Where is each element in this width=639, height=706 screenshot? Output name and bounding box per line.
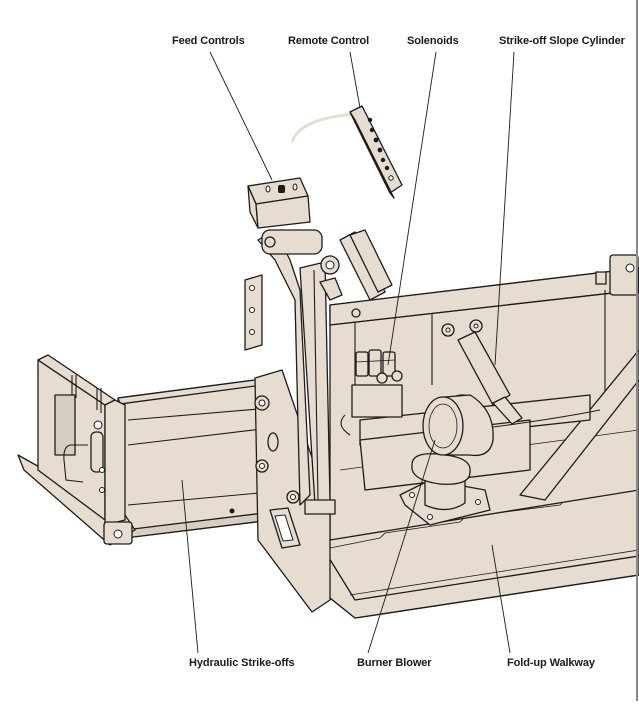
label-burner-blower: Burner Blower [357, 657, 432, 669]
pendant-remote [290, 105, 403, 199]
label-hydraulic-strike-offs: Hydraulic Strike-offs [189, 657, 295, 669]
leader-walkway [491, 544, 511, 654]
hydraulic-cylinder [441, 319, 523, 425]
page-edge-rule [636, 0, 638, 701]
leader-strike-offs [181, 479, 199, 654]
label-fold-up-walkway: Fold-up Walkway [507, 657, 595, 669]
leader-slope-cylinder [494, 51, 515, 366]
leader-feed-controls [209, 51, 273, 181]
blower-fan [399, 394, 494, 526]
end-gate [17, 354, 136, 546]
feed-controls-box [247, 177, 311, 229]
label-solenoids: Solenoids [407, 35, 459, 47]
leader-remote-control [349, 51, 361, 109]
label-feed-controls: Feed Controls [172, 35, 245, 47]
strike-off-panel [117, 377, 273, 539]
solenoid-valves [351, 349, 403, 418]
leader-lines [181, 51, 515, 654]
side-plate [254, 369, 331, 613]
linkage-arm [244, 229, 393, 515]
leader-burner-blower [367, 439, 436, 654]
label-strike-off-slope-cylinder: Strike-off Slope Cylinder [499, 35, 625, 47]
leader-solenoids [387, 51, 437, 366]
label-remote-control: Remote Control [288, 35, 370, 47]
